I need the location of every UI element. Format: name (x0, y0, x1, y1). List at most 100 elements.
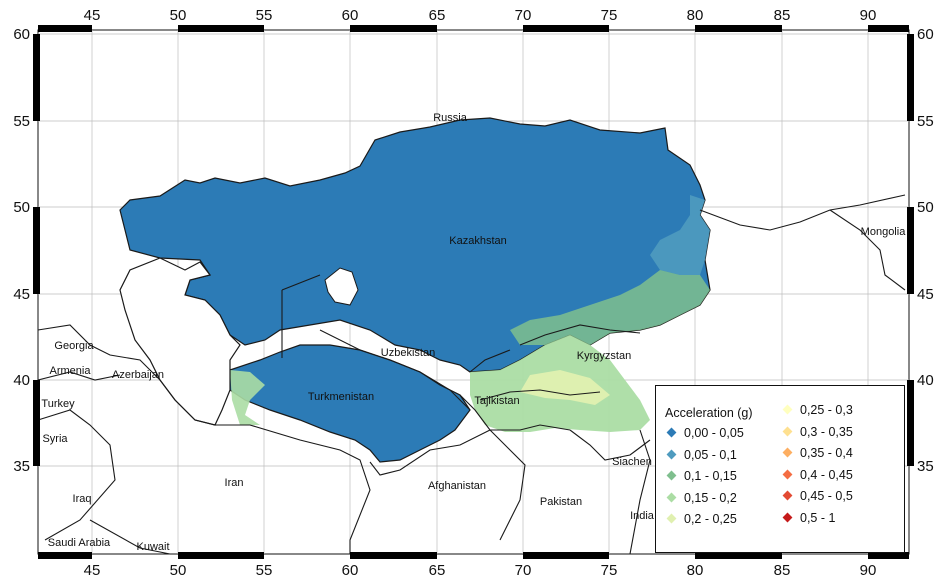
lon-tick: 60 (342, 562, 359, 579)
lon-tick: 70 (515, 7, 532, 24)
legend-item: 0,3 - 0,35 (782, 425, 853, 439)
label-iraq: Iraq (73, 493, 92, 505)
lon-tick: 65 (429, 562, 446, 579)
legend-label: 0,2 - 0,25 (684, 512, 737, 526)
legend-item: 0,1 - 0,15 (666, 469, 737, 483)
lon-tick: 60 (342, 7, 359, 24)
lat-tick: 60 (13, 26, 30, 43)
hazard-region-south (229, 344, 471, 463)
lat-ticks-left: 60 55 50 45 40 35 (13, 26, 30, 475)
legend-label: 0,00 - 0,05 (684, 426, 744, 440)
legend-swatch (782, 426, 793, 436)
label-armenia: Armenia (50, 365, 92, 377)
hazard-region-peak (520, 370, 610, 405)
lat-ticks-right: 60 55 50 45 40 35 (917, 26, 934, 475)
label-kyrgyzstan: Kyrgyzstan (577, 350, 631, 362)
label-russia: Russia (433, 112, 468, 124)
lon-tick: 55 (256, 562, 273, 579)
legend-item: 0,15 - 0,2 (666, 490, 737, 505)
legend-swatch (666, 427, 677, 438)
country-borders (37, 194, 906, 555)
label-afghanistan: Afghanistan (428, 480, 486, 492)
label-syria: Syria (42, 433, 68, 445)
lon-tick: 45 (84, 562, 101, 579)
legend-item: 0,35 - 0,4 (782, 446, 853, 460)
legend-swatch (666, 513, 677, 524)
label-uzbekistan: Uzbekistan (381, 347, 435, 359)
legend-item: 0,45 - 0,5 (782, 489, 853, 503)
legend-label: 0,15 - 0,2 (684, 490, 737, 505)
legend-item: 0,25 - 0,3 (782, 403, 853, 417)
lon-ticks-top: 45 50 55 60 65 70 75 80 85 90 (84, 7, 877, 24)
lat-tick: 50 (917, 199, 934, 216)
legend-swatch (666, 470, 677, 481)
aral-sea (324, 267, 359, 306)
legend-label: 0,5 - 1 (800, 510, 836, 525)
legend-item: 0,2 - 0,25 (666, 512, 737, 526)
legend-swatch (666, 492, 677, 502)
lon-tick: 85 (774, 7, 791, 24)
legend-label: 0,1 - 0,15 (684, 469, 737, 483)
lon-tick: 45 (84, 7, 101, 24)
label-mongolia: Mongolia (861, 226, 907, 238)
label-india: India (630, 510, 655, 522)
lat-tick: 40 (917, 372, 934, 389)
lon-tick: 75 (601, 562, 618, 579)
hazard-region-east (650, 195, 710, 275)
lat-tick: 45 (917, 286, 934, 303)
label-turkey: Turkey (41, 398, 75, 410)
lon-tick: 65 (429, 7, 446, 24)
label-tajikistan: Tajikistan (474, 395, 519, 407)
legend-item: 0,00 - 0,05 (666, 426, 744, 440)
caspian-sea (119, 257, 241, 426)
legend-item: 0,5 - 1 (782, 510, 836, 525)
country-labels: Russia Kazakhstan Mongolia Uzbekistan Ky… (41, 112, 906, 553)
label-turkmenistan: Turkmenistan (308, 391, 374, 403)
legend: Acceleration (g) 0,00 - 0,05 0,05 - 0,1 0,… (655, 385, 905, 553)
hazard-region-moderate (510, 270, 710, 345)
legend-label: 0,4 - 0,45 (800, 467, 853, 482)
lon-tick: 70 (515, 562, 532, 579)
label-saudi-arabia: Saudi Arabia (48, 537, 111, 549)
lon-tick: 85 (774, 562, 791, 579)
lat-tick: 60 (917, 26, 934, 43)
lon-tick: 90 (860, 7, 877, 24)
legend-swatch (666, 449, 677, 459)
lon-tick: 55 (256, 7, 273, 24)
label-siachen: Siachen (612, 456, 652, 468)
label-azerbaijan: Azerbaijan (112, 369, 164, 381)
lon-tick: 75 (601, 7, 618, 24)
label-pakistan: Pakistan (540, 496, 582, 508)
lon-ticks-bottom: 45 50 55 60 65 70 75 80 85 90 (84, 562, 877, 579)
lon-tick: 50 (170, 562, 187, 579)
lat-tick: 55 (917, 113, 934, 130)
label-georgia: Georgia (54, 340, 94, 352)
frame-scale-bars (33, 25, 914, 559)
legend-item: 0,4 - 0,45 (782, 467, 853, 482)
legend-label: 0,35 - 0,4 (800, 446, 853, 460)
lon-tick: 90 (860, 562, 877, 579)
legend-swatch (782, 447, 793, 458)
label-kazakhstan: Kazakhstan (449, 235, 506, 247)
lat-tick: 40 (13, 372, 30, 389)
hazard-region-west (230, 370, 265, 425)
lon-tick: 80 (687, 562, 704, 579)
lat-tick: 35 (13, 458, 30, 475)
legend-title: Acceleration (g) (665, 406, 753, 420)
legend-label: 0,45 - 0,5 (800, 489, 853, 503)
lat-tick: 55 (13, 113, 30, 130)
lat-tick: 50 (13, 199, 30, 216)
lon-tick: 80 (687, 7, 704, 24)
legend-item: 0,05 - 0,1 (666, 447, 737, 462)
legend-swatch (782, 404, 793, 415)
lat-tick: 35 (917, 458, 934, 475)
legend-label: 0,25 - 0,3 (800, 403, 853, 417)
legend-swatch (782, 469, 793, 479)
lon-tick: 50 (170, 7, 187, 24)
lat-tick: 45 (13, 286, 30, 303)
label-iran: Iran (225, 477, 244, 489)
legend-swatch (782, 512, 793, 522)
legend-label: 0,05 - 0,1 (684, 447, 737, 462)
legend-swatch (782, 490, 793, 501)
